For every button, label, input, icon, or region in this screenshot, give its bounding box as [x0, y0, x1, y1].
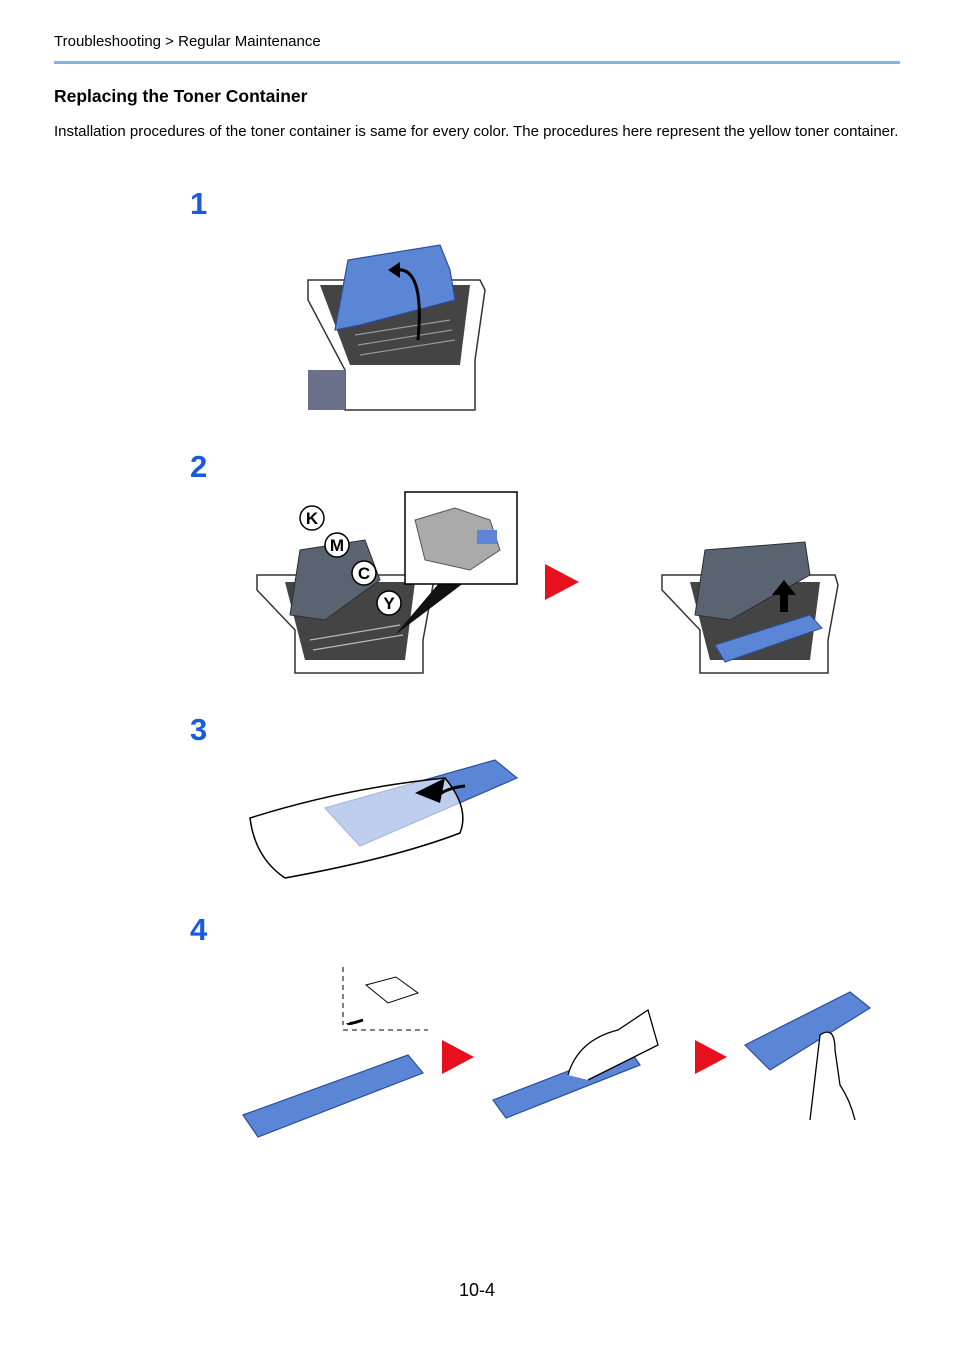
- intro-paragraph: Installation procedures of the toner con…: [54, 123, 899, 140]
- step-2-illustration-right: [661, 541, 839, 674]
- arrow-right-icon: [545, 564, 579, 600]
- callout-k: K: [306, 509, 319, 528]
- callout-y: Y: [383, 594, 395, 613]
- section-title: Replacing the Toner Container: [54, 86, 308, 106]
- step-4-illustration-2: [492, 1008, 659, 1119]
- arrow-right-icon: [442, 1040, 474, 1074]
- step-2-number: 2: [190, 449, 208, 484]
- callout-c: C: [358, 564, 370, 583]
- step-3-illustration: [249, 759, 519, 879]
- header-rule: [54, 61, 900, 64]
- step-2-illustration-left: K M C Y: [256, 491, 518, 674]
- step-4-illustration-1: [242, 967, 428, 1138]
- step-1-illustration: [307, 244, 486, 411]
- step-1-number: 1: [190, 186, 208, 221]
- arrow-right-icon: [695, 1040, 727, 1074]
- step-3-number: 3: [190, 712, 208, 747]
- callout-m: M: [330, 536, 344, 555]
- step-4-number: 4: [190, 912, 208, 947]
- page-number: 10-4: [458, 1280, 496, 1300]
- step-4-illustration-3: [743, 991, 872, 1121]
- breadcrumb: Troubleshooting > Regular Maintenance: [54, 33, 321, 50]
